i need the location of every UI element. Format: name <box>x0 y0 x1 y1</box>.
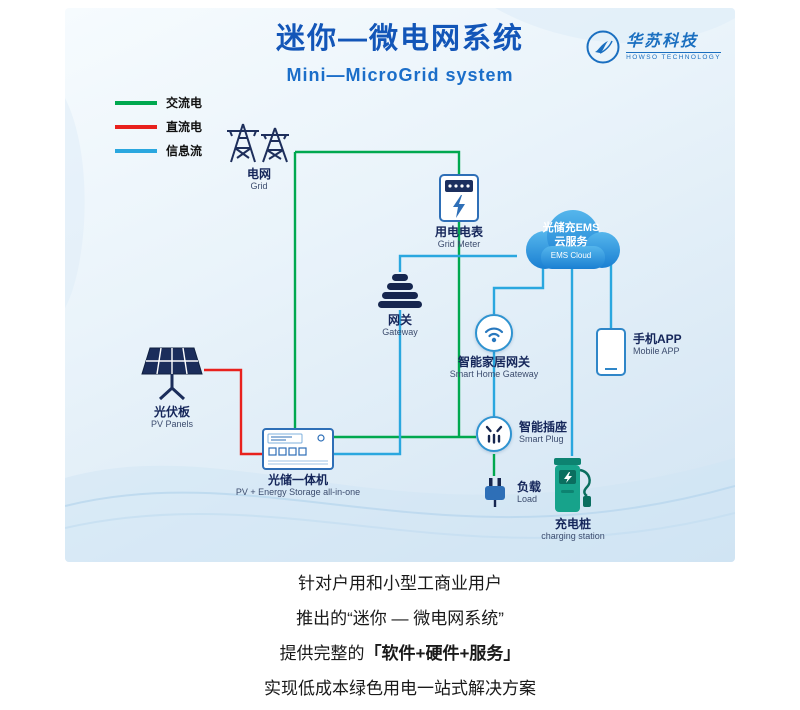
footer-line-3-prefix: 提供完整的 <box>279 644 365 663</box>
cloud-sublabel: EMS Cloud <box>550 250 592 260</box>
energy-storage-unit-icon <box>262 428 334 470</box>
load-sublabel: Load <box>517 494 538 505</box>
howso-logo-icon <box>586 30 620 64</box>
legend: 交流电 直流电 信息流 <box>115 94 202 159</box>
connection-lines <box>204 150 613 476</box>
cloud-label-line2: 云服务 <box>554 235 588 248</box>
grid-sublabel: Grid <box>250 181 268 192</box>
charging-station-label: 充电桩 <box>554 517 591 531</box>
footer-line-3: 提供完整的「软件+硬件+服务」 <box>0 642 800 666</box>
info-line-cloud-to-shg <box>492 266 545 314</box>
cloud-icon <box>515 206 627 276</box>
smart-home-gateway-sublabel: Smart Home Gateway <box>449 369 539 380</box>
legend-item-ac: 交流电 <box>115 94 202 111</box>
ac-line-label: 交流电 <box>166 96 203 110</box>
transmission-tower-icon <box>223 118 295 164</box>
diagram-panel: 迷你—微电网系统 Mini—MicroGrid system 华苏科技 HOWS… <box>65 8 735 562</box>
smart-home-gateway-label: 智能家居网关 <box>457 355 530 369</box>
wifi-icon <box>475 314 513 352</box>
dc-line-pv-to-storage <box>204 368 262 456</box>
smart-plug-node: 智能插座 Smart Plug <box>476 416 567 452</box>
charging-station-sublabel: charging station <box>541 531 605 542</box>
ac-line-grid-to-meter <box>295 150 461 174</box>
grid-label: 电网 <box>246 167 271 181</box>
grid-meter-label: 用电电表 <box>434 225 483 239</box>
gateway-sublabel: Gateway <box>382 327 418 338</box>
legend-item-dc: 直流电 <box>115 118 202 135</box>
storage-all-in-one-node: 光储一体机 PV + Energy Storage all-in-one <box>213 428 383 499</box>
legend-item-info: 信息流 <box>115 142 202 159</box>
company-logo: 华苏科技 HOWSO TECHNOLOGY <box>586 30 721 64</box>
info-line-gateway-to-cloud <box>398 254 517 272</box>
grid-meter-sublabel: Grid Meter <box>437 239 481 250</box>
smart-plug-sublabel: Smart Plug <box>519 434 564 445</box>
pv-panels-label: 光伏板 <box>153 405 190 419</box>
ac-line-swatch <box>115 100 157 105</box>
grid-meter-node: 用电电表 Grid Meter <box>419 174 499 251</box>
background-waves <box>65 8 735 562</box>
storage-all-in-one-sublabel: PV + Energy Storage all-in-one <box>235 487 361 498</box>
dc-line-swatch <box>115 124 157 129</box>
info-line-label: 信息流 <box>166 144 203 158</box>
pv-panels-sublabel: PV Panels <box>150 419 194 430</box>
logo-subtext: HOWSO TECHNOLOGY <box>626 52 721 62</box>
storage-all-in-one-label: 光储一体机 <box>267 473 328 487</box>
footer-line-4: 实现低成本绿色用电一站式解决方案 <box>264 679 536 698</box>
mobile-app-label: 手机APP <box>633 332 682 346</box>
ev-charger-icon <box>550 456 596 514</box>
diagram-header: 迷你—微电网系统 Mini—MicroGrid system <box>65 22 735 86</box>
smart-plug-label: 智能插座 <box>519 420 568 434</box>
info-line-gateway-to-storage <box>334 310 402 456</box>
page-subtitle: Mini—MicroGrid system <box>286 64 514 85</box>
logo-text: 华苏科技 HOWSO TECHNOLOGY <box>626 33 721 62</box>
logo-name: 华苏科技 <box>626 32 699 50</box>
footer-text: 针对户用和小型工商业用户 推出的“迷你 — 微电网系统” 提供完整的「软件+硬件… <box>0 572 800 710</box>
smart-home-gateway-node: 智能家居网关 Smart Home Gateway <box>449 314 539 381</box>
page-title: 迷你—微电网系统 <box>275 23 524 55</box>
load-node: 负载 Load <box>480 476 541 508</box>
charging-station-node: 充电桩 charging station <box>541 456 605 543</box>
dc-line-label: 直流电 <box>166 120 203 134</box>
info-line-swatch <box>115 148 157 153</box>
ems-cloud-node: 光储充EMS 云服务 EMS Cloud <box>515 206 627 276</box>
gateway-node: 网关 Gateway <box>357 272 443 339</box>
router-icon <box>376 272 424 310</box>
footer-line-2: 推出的“迷你 — 微电网系统” <box>296 609 504 628</box>
cloud-text: 光储充EMS 云服务 EMS Cloud <box>515 222 627 261</box>
pv-panels-node: 光伏板 PV Panels <box>133 344 211 431</box>
mobile-app-node: 手机APP Mobile APP <box>596 328 682 376</box>
power-plug-icon <box>480 476 510 508</box>
footer-line-1: 针对户用和小型工商业用户 <box>298 574 502 593</box>
footer-line-3-bold: 「软件+硬件+服务」 <box>364 644 521 663</box>
mobile-app-sublabel: Mobile APP <box>633 346 680 357</box>
load-label: 负载 <box>517 480 542 494</box>
electric-meter-icon <box>439 174 479 222</box>
cloud-label-line1: 光储充EMS <box>542 222 600 234</box>
gateway-label: 网关 <box>387 313 412 327</box>
smartphone-icon <box>596 328 626 376</box>
solar-panel-icon <box>140 344 204 402</box>
grid-node: 电网 Grid <box>213 118 305 193</box>
power-socket-icon <box>476 416 512 452</box>
